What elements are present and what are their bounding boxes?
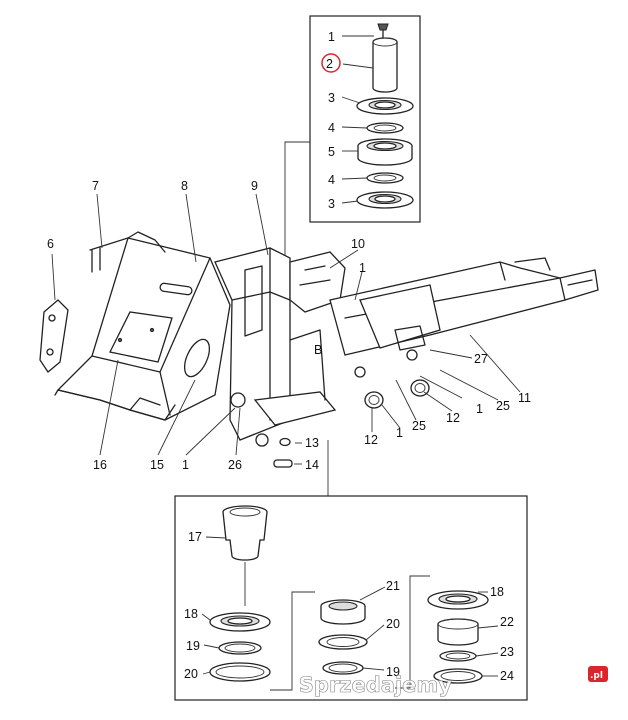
top-inset-box: [284, 15, 421, 270]
callout-2-sleeve: 2: [326, 57, 333, 71]
main-frame-assembly: B: [39, 193, 599, 496]
tower-mark-b: B: [314, 343, 322, 357]
callout-20-mid: 20: [386, 617, 400, 631]
bottom-right-stack: [427, 590, 499, 684]
callout-1-bolt: 1: [328, 30, 335, 44]
callout-21: 21: [386, 579, 400, 593]
callout-27: 27: [474, 352, 488, 366]
watermark-brand: Sprzedajemy: [299, 673, 453, 697]
part-1-bolt: [377, 23, 389, 39]
callout-12-left: 12: [364, 433, 378, 447]
callout-22: 22: [500, 615, 514, 629]
part-3-flange-bottom: [356, 191, 414, 209]
callout-13: 13: [305, 436, 319, 450]
callout-18-right: 18: [490, 585, 504, 599]
callout-15: 15: [150, 458, 164, 472]
callout-3-flange-bottom: 3: [328, 197, 335, 211]
callout-3-flange-top: 3: [328, 91, 335, 105]
callout-16: 16: [93, 458, 107, 472]
callout-23: 23: [500, 645, 514, 659]
callout-8: 8: [181, 179, 188, 193]
bearing-stack-parts: [341, 23, 414, 209]
highlight-circle-part-2: [321, 53, 341, 73]
part-14-pin: [273, 459, 293, 468]
part-6-bracket: [39, 299, 69, 373]
bushing-left: [364, 391, 384, 409]
callout-5-bearing: 5: [328, 145, 335, 159]
callout-14: 14: [305, 458, 319, 472]
callout-20-left: 20: [184, 667, 198, 681]
callout-18-left: 18: [184, 607, 198, 621]
callout-7: 7: [92, 179, 99, 193]
callout-10: 10: [351, 237, 365, 251]
bottom-middle-stack: [318, 586, 386, 675]
callout-1-right: 1: [476, 402, 483, 416]
callout-1-mid: 1: [396, 426, 403, 440]
watermark-badge: [588, 666, 608, 682]
callout-25-mid: 25: [412, 419, 426, 433]
callout-25-right: 25: [496, 399, 510, 413]
part-4-ring-top: [366, 122, 404, 134]
callout-17: 17: [188, 530, 202, 544]
part-4-ring-bottom: [366, 172, 404, 184]
part-2-sleeve: [372, 37, 398, 93]
callout-11: 11: [518, 391, 531, 405]
part-3-flange-top: [356, 97, 414, 115]
callout-4-ring-top: 4: [328, 121, 335, 135]
callout-6: 6: [47, 237, 54, 251]
part-5-bearing: [357, 138, 413, 166]
callout-19-mid: 19: [386, 665, 400, 679]
callout-labels: 1 2 3 4 5 4 3 6 7 8 9 10 1 11 27 25 1 12…: [47, 30, 531, 683]
callout-12-right: 12: [446, 411, 460, 425]
callout-19-left: 19: [186, 639, 200, 653]
part-13-bolt: [279, 437, 291, 447]
callout-4-ring-bottom: 4: [328, 173, 335, 187]
watermark-tld: .pl: [590, 671, 603, 681]
watermark: Sprzedajemy .pl: [298, 666, 608, 697]
bottom-inset-box: [174, 495, 528, 701]
callout-24: 24: [500, 669, 514, 683]
bottom-left-stack: [201, 505, 271, 682]
callout-26: 26: [228, 458, 242, 472]
callout-1-frame-top: 1: [359, 261, 366, 275]
callout-9: 9: [251, 179, 258, 193]
callout-1-bottom: 1: [182, 458, 189, 472]
